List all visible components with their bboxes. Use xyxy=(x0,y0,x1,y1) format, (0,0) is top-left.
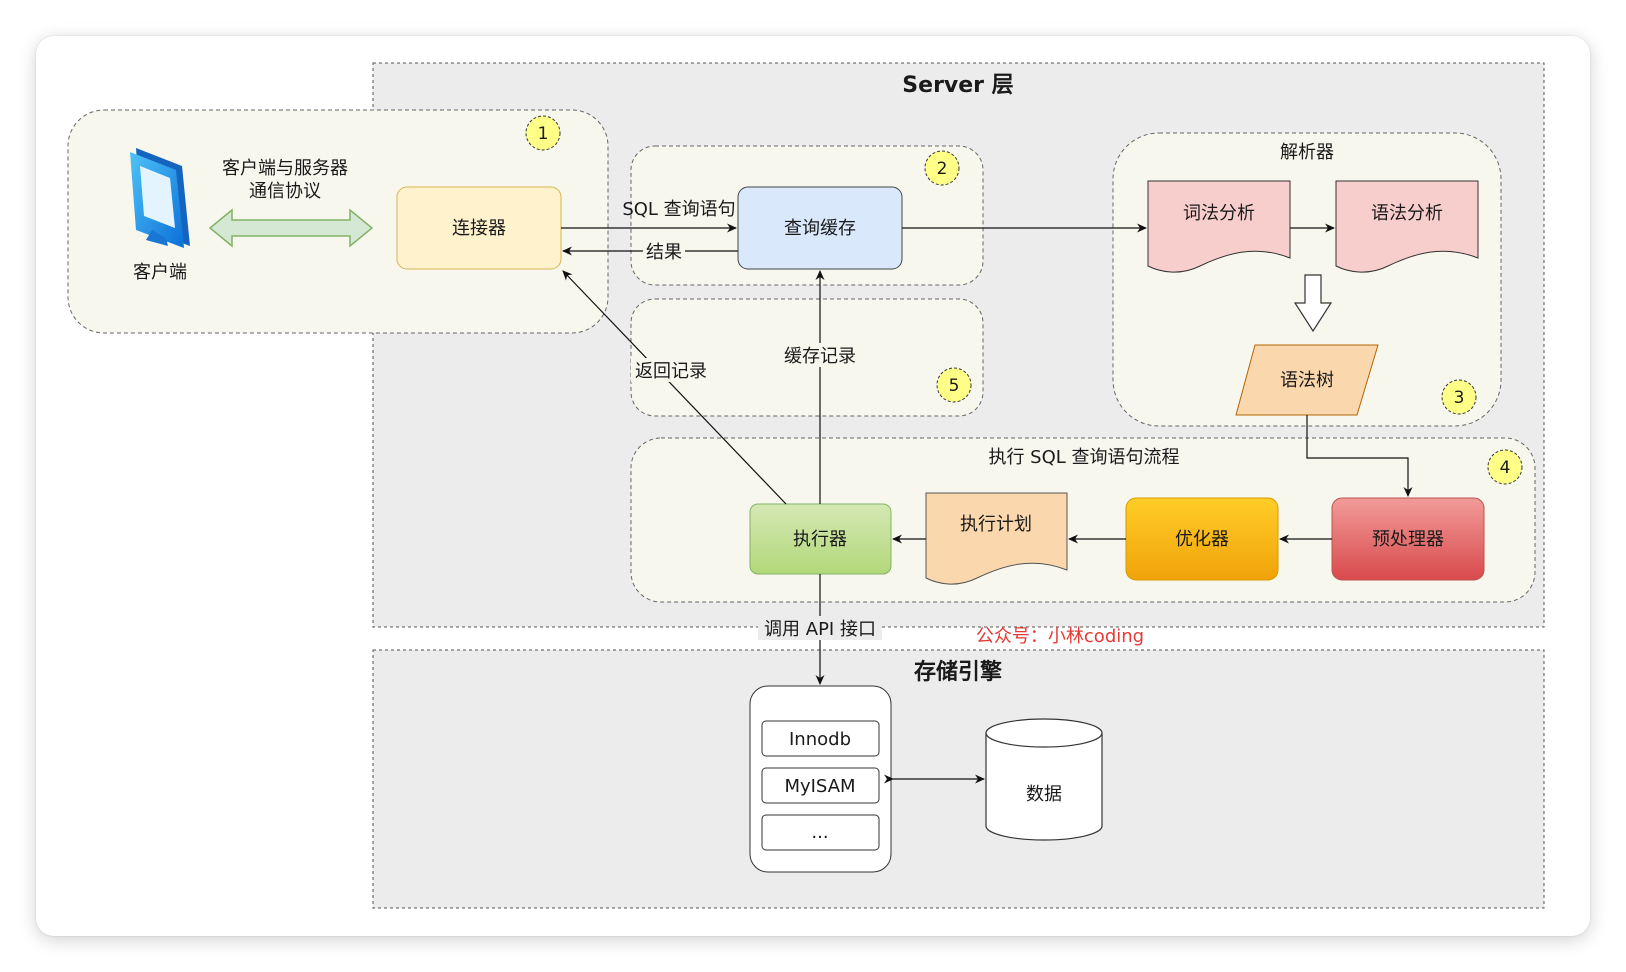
edge-sql-query-label: SQL 查询语句 xyxy=(622,199,735,220)
edge-call-api-label-bg xyxy=(758,616,882,640)
badge-4-label: 4 xyxy=(1500,458,1511,478)
optimizer-label: 优化器 xyxy=(1175,529,1229,550)
execution-title: 执行 SQL 查询语句流程 xyxy=(988,447,1179,468)
execution-plan-label: 执行计划 xyxy=(960,514,1032,535)
syntax-tree-box xyxy=(1235,344,1379,416)
client-label: 客户端 xyxy=(133,262,187,283)
badge-5: 5 xyxy=(936,367,972,403)
query-cache-label: 查询缓存 xyxy=(784,218,856,239)
engine-more xyxy=(761,814,880,851)
syntax-analysis-doc xyxy=(1335,180,1479,273)
parser-title: 解析器 xyxy=(1280,142,1334,163)
data-label: 数据 xyxy=(1026,784,1062,805)
engine-myisam xyxy=(761,767,880,804)
edge-result-label: 结果 xyxy=(646,242,682,263)
monitor-icon xyxy=(130,148,190,248)
execution-plan-doc xyxy=(925,492,1068,585)
engine-innodb xyxy=(761,720,880,757)
engine-myisam-label: MyISAM xyxy=(784,776,855,797)
watermark: 公众号：小林coding xyxy=(976,626,1144,647)
edge-return-records xyxy=(562,270,787,505)
connector-label: 连接器 xyxy=(452,218,506,239)
server-layer-title: Server 层 xyxy=(902,73,1013,98)
badge-5-label: 5 xyxy=(949,376,960,396)
badge-1-label: 1 xyxy=(538,124,549,144)
engine-innodb-label: Innodb xyxy=(789,729,851,750)
badge-3: 3 xyxy=(1441,379,1477,415)
engine-more-label: ... xyxy=(811,822,828,843)
edge-cache-records-label: 缓存记录 xyxy=(784,346,856,367)
data-cylinder xyxy=(985,718,1103,841)
lexical-analysis-label: 词法分析 xyxy=(1183,203,1255,224)
badge-4: 4 xyxy=(1487,449,1523,485)
edge-tree-to-preprocessor xyxy=(1306,415,1413,497)
hollow-down-arrow xyxy=(1293,274,1333,333)
edge-return-records-label-bg xyxy=(631,358,711,382)
badge-1: 1 xyxy=(525,115,561,151)
protocol-label-line1: 客户端与服务器 xyxy=(222,158,348,179)
edge-cache-records-label-bg xyxy=(780,343,860,367)
preprocessor-label: 预处理器 xyxy=(1372,529,1444,550)
badge-2-label: 2 xyxy=(937,159,948,179)
lexical-analysis-doc xyxy=(1147,180,1291,273)
edge-call-api-label: 调用 API 接口 xyxy=(764,619,876,640)
edge-result-label-bg xyxy=(643,239,685,263)
protocol-double-arrow xyxy=(208,208,374,248)
badge-3-label: 3 xyxy=(1454,388,1465,408)
badge-2: 2 xyxy=(924,150,960,186)
storage-layer-title: 存储引擎 xyxy=(914,659,1002,685)
executor-label: 执行器 xyxy=(793,529,847,550)
protocol-label-line2: 通信协议 xyxy=(249,181,321,202)
syntax-analysis-label: 语法分析 xyxy=(1371,203,1443,224)
syntax-tree-label: 语法树 xyxy=(1280,370,1334,391)
edge-return-records-label: 返回记录 xyxy=(635,361,707,382)
